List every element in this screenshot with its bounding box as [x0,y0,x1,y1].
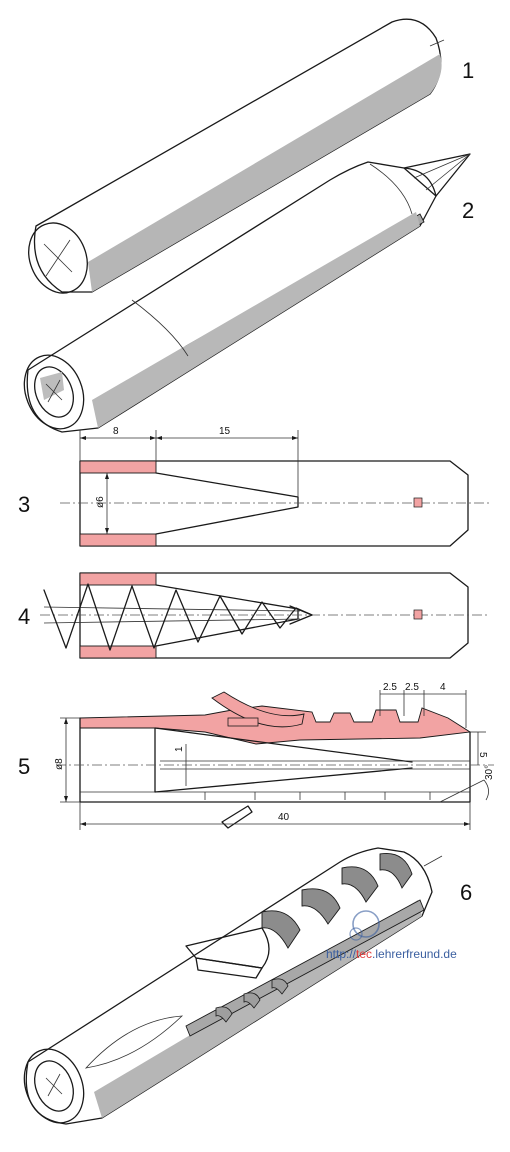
dim-wall-length: 8 [113,426,119,437]
tube-bore [34,366,74,418]
dowel-lens-mark [84,1015,184,1069]
watermark-logo-icon [349,927,363,941]
dim-arrow [64,796,68,802]
screw-core-top [43,606,301,612]
tip-marker [413,497,423,508]
dim-tip-angle: 30° [484,765,495,780]
tube-section-seam [131,299,189,357]
dim-arrow [105,473,109,479]
watermark-logo-icon [352,910,380,938]
dim-arrow [156,436,162,440]
step-5-profile-drawing: 2.5 2.5 4 ø8 1 5 30° 40 [54,682,495,830]
tip-bevel-line [439,779,485,803]
dim-arrow [105,528,109,534]
cone-outline [155,584,299,647]
dim-slot-width: 1 [174,746,185,752]
tube-end-ring [23,354,85,430]
dim-angle-arc [483,779,489,801]
step-number-2: 2 [462,198,474,223]
dim-rib-pitch-b: 2.5 [405,682,419,693]
dim-arrow [80,822,86,826]
step-number-6: 6 [460,880,472,905]
watermark-prefix: http:// [326,947,357,961]
dim-arrow [64,718,68,724]
end-face-mark [45,239,71,277]
screw-tip [289,605,313,625]
dim-arrow [80,436,86,440]
profile-outline [79,460,469,547]
dowel-lower-slots [215,978,289,1023]
dim-arrow [464,822,470,826]
step-number-5: 5 [18,754,30,779]
cone-outline [154,727,413,793]
dim-slot-height: 5 [477,752,488,758]
bore-star-mark [47,1073,61,1097]
dowel-bore [34,1060,74,1112]
dim-arrow [150,436,156,440]
tip-marker [413,609,423,620]
cylinder-shadow [88,54,442,292]
step-3-section-drawing: 8 15 ø6 [60,426,490,547]
step-number-1: 1 [462,58,474,83]
wall-section-top [79,572,157,586]
barb-block [227,717,259,727]
wall-section-bottom [79,533,157,547]
watermark: http://tec.lehrerfreund.de [326,910,457,961]
dowel-rib [341,866,379,903]
dim-total-length: 40 [278,812,290,823]
svg-text:http://tec.lehrerfreund.de: http://tec.lehrerfreund.de [326,947,457,961]
cylinder-end-face [28,222,88,294]
step-number-3: 3 [18,492,30,517]
screw-thread [43,583,313,651]
dim-arrow [292,436,298,440]
step-number-4: 4 [18,604,30,629]
barb-tab [211,691,305,728]
dim-cone-length: 15 [219,426,231,437]
axis-tail [429,39,445,47]
axis-tail [423,855,443,867]
dim-bore-diameter: ø6 [95,496,106,508]
bottom-barb [221,805,253,829]
bore-star-mark [45,383,63,401]
profile-outline [79,717,471,803]
cone-guide [413,153,471,191]
tube-body [26,161,437,433]
profile-outline [79,572,469,659]
tube-shadow [92,212,420,428]
step-4-screw-drawing [40,572,490,659]
rib-ticks [204,792,431,800]
step-6-finished-dowel [23,847,443,1125]
dowel-rib [379,852,413,889]
step-1-cylinder [28,18,445,294]
dim-tip-length: 4 [440,682,446,693]
wall-section-bottom [79,645,157,659]
tube-bore-inner [40,372,64,400]
wall-section-top [79,460,157,474]
bore-star-mark [45,1077,63,1095]
dowel-barb-block [195,957,263,979]
step-2-bored-tube [23,153,471,433]
cone-outline [155,472,299,535]
watermark-accent: tec [356,947,372,961]
dim-rib-pitch-a: 2.5 [383,682,397,693]
cone-tip [403,153,471,197]
dowel-end-ring [23,1048,85,1124]
tube-cone-seam [369,163,413,215]
dim-outer-diameter: ø8 [54,758,65,770]
bore-star-mark [47,379,61,403]
dowel-rib [261,910,301,949]
screw-core-bottom [43,618,301,624]
dowel-rib [301,888,341,925]
watermark-suffix: .lehrerfreund.de [372,947,457,961]
